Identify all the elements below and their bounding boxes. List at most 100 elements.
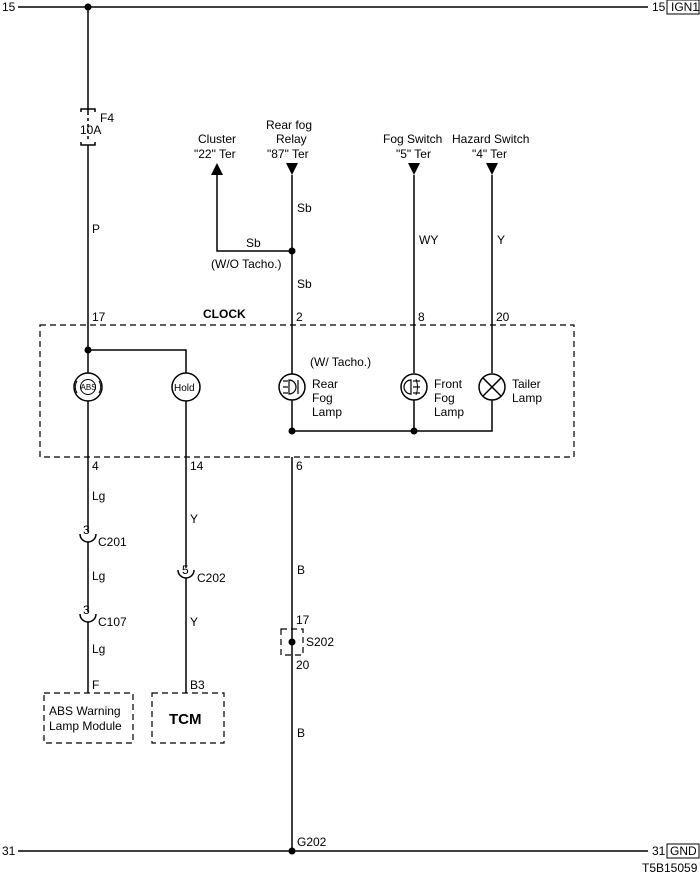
abs-module-pin: F (92, 678, 99, 692)
ign1-tag-box (666, 0, 700, 15)
fog-switch-label-2: "5" Ter (396, 147, 431, 161)
c107-name: C107 (98, 615, 127, 629)
tcm-output-wiring: Y 5 C202 Y B3 TCM (151, 457, 226, 744)
rear-fog-relay-label-3: "87" Ter (267, 147, 309, 161)
rail-bottom-left-number: 31 (2, 844, 16, 858)
splice-pin-20: 20 (296, 658, 310, 672)
rear-fog-lamp: (W/ Tacho.) Rear Fog Lamp (278, 355, 371, 419)
c201-name: C201 (98, 535, 127, 549)
ground-name: G202 (297, 835, 327, 849)
tcm-box (151, 692, 225, 744)
hold-icon-text: Hold (174, 383, 195, 394)
wire-color-p: P (92, 222, 100, 236)
front-fog-lamp-icon (403, 378, 420, 396)
abs-icon-text: ABS (81, 383, 97, 392)
wire-color-b-2: B (297, 726, 305, 740)
front-fog-label-1: Front (434, 377, 463, 391)
diagram-id: T5B15059 (642, 861, 698, 875)
hazard-switch-label-2: "4" Ter (472, 147, 507, 161)
c201-pin: 3 (83, 523, 90, 537)
abs-module-box (43, 692, 134, 744)
cluster-label-2: "22" Ter (194, 147, 236, 161)
front-fog-label-3: Lamp (434, 405, 464, 419)
abs-output-wiring: Lg 3 C201 Lg 3 C107 Lg F ABS Warning Lam… (43, 457, 134, 744)
tcm-pin: B3 (190, 678, 205, 692)
hazard-switch-arrow-down-icon (486, 163, 498, 175)
front-fog-lamp: Front Fog Lamp (400, 373, 464, 419)
wire-color-sb-branch: Sb (246, 236, 261, 250)
clock-pin-8: 8 (418, 310, 425, 324)
fuse-bottom-cap (80, 142, 96, 146)
sb-junction-dot (288, 247, 296, 255)
clock-pin-2: 2 (296, 310, 303, 324)
cluster-label-1: Cluster (198, 132, 236, 146)
splice-s202-box (280, 628, 304, 656)
c107-connector-icon (79, 613, 97, 623)
fuse-rating: 10A (80, 123, 101, 137)
gnd-rail: 31 31 GND (2, 843, 700, 859)
w-tacho-note: (W/ Tacho.) (310, 355, 371, 369)
source-rear-fog-relay: Rear fog Relay "87" Ter Sb Sb (266, 118, 312, 385)
rear-fog-label-1: Rear (312, 377, 338, 391)
fog-switch-arrow-down-icon (408, 163, 420, 175)
lamp-return-junction-1 (288, 427, 296, 435)
cluster-arrow-up-icon (211, 163, 223, 175)
clock-pin-4: 4 (92, 459, 99, 473)
clock-pin-6: 6 (296, 459, 303, 473)
tcm-label: TCM (169, 711, 202, 728)
source-cluster: Cluster "22" Ter Sb (W/O Tacho.) (194, 132, 292, 271)
abs-icon (74, 380, 102, 394)
clock-pin-14: 14 (190, 459, 204, 473)
c202-name: C202 (197, 571, 226, 585)
rail-bottom-right-number: 31 (652, 844, 666, 858)
wire-color-lg-1: Lg (92, 489, 105, 503)
wire-color-wy: WY (419, 233, 438, 247)
rail-top-left-number: 15 (2, 0, 16, 14)
rear-fog-label-3: Lamp (312, 405, 342, 419)
ign1-rail: 15 15 IGN1 (2, 0, 700, 15)
rear-fog-lamp-icon (283, 379, 299, 395)
wire-color-b-1: B (297, 563, 305, 577)
rear-fog-relay-arrow-down-icon (286, 163, 298, 175)
abs-indicator: ABS (73, 372, 103, 402)
lamp-x-icon (482, 377, 502, 397)
fuse-f4-branch: F4 10A P (80, 7, 114, 350)
hold-indicator: Hold (171, 372, 201, 402)
fuse-top-cap (80, 108, 96, 112)
wo-tacho-note: (W/O Tacho.) (211, 257, 281, 271)
front-fog-label-2: Fog (434, 391, 455, 405)
clock-unit: CLOCK 17 2 8 20 ABS Hold (W/ Tacho.) (39, 307, 575, 473)
clock-box (39, 324, 575, 458)
wire-color-sb-upper: Sb (297, 201, 312, 215)
c202-pin: 5 (182, 563, 189, 577)
wire-color-y-hold-1: Y (190, 512, 198, 526)
ign1-tag: IGN1 (671, 0, 699, 14)
lamp-return-wire (292, 400, 493, 432)
clock-pin-17: 17 (92, 310, 106, 324)
c201-connector-icon (79, 533, 97, 543)
rail-top-right-number: 15 (652, 0, 666, 14)
tailer-label-1: Tailer (512, 377, 541, 391)
wire-color-lg-2: Lg (92, 569, 105, 583)
clock-pin-20: 20 (496, 310, 510, 324)
gnd-tag-box (666, 843, 700, 859)
splice-name: S202 (306, 635, 334, 649)
source-hazard-switch: Hazard Switch "4" Ter Y (452, 132, 529, 373)
rear-fog-relay-label-2: Relay (276, 132, 307, 146)
ground-wiring: B 17 S202 20 B G202 (280, 457, 334, 855)
clock-title: CLOCK (203, 307, 246, 321)
wire-color-sb-lower: Sb (297, 277, 312, 291)
c107-pin: 3 (83, 603, 90, 617)
fuse-name: F4 (100, 111, 114, 125)
splice-pin-17: 17 (296, 613, 310, 627)
tailer-label-2: Lamp (512, 391, 542, 405)
abs-module-label-1: ABS Warning (49, 704, 121, 718)
rear-fog-label-2: Fog (312, 391, 333, 405)
hold-feed-wire (88, 349, 187, 373)
wire-color-y-hold-2: Y (190, 615, 198, 629)
gnd-tag: GND (670, 844, 697, 858)
lamp-return-junction-2 (410, 427, 418, 435)
tailer-lamp: Tailer Lamp (478, 373, 542, 405)
rear-fog-relay-label-1: Rear fog (266, 118, 312, 132)
c202-connector-icon (177, 569, 195, 579)
